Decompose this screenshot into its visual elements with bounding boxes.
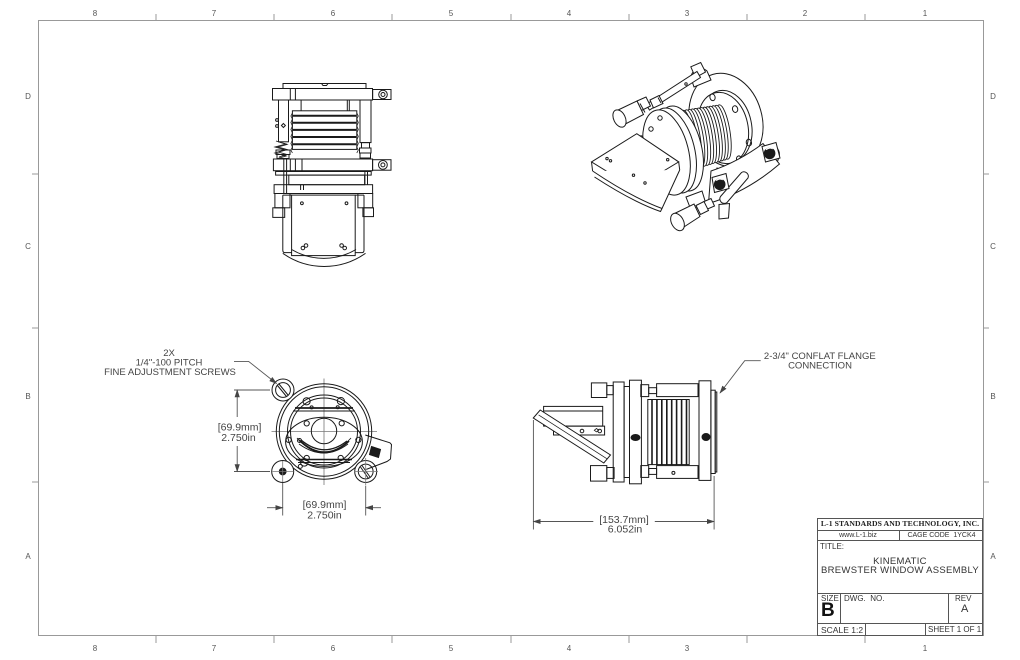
svg-text:2: 2 [803,9,808,18]
svg-text:D: D [25,92,31,101]
svg-text:8: 8 [93,644,98,653]
svg-text:A: A [25,552,31,561]
svg-text:2-3/4" CONFLAT FLANGE: 2-3/4" CONFLAT FLANGE [764,351,876,362]
svg-text:B: B [990,392,995,401]
svg-text:[69.9mm]: [69.9mm] [303,499,347,511]
svg-text:8: 8 [93,9,98,18]
svg-text:[153.7mm]: [153.7mm] [599,514,649,526]
svg-text:3: 3 [685,644,690,653]
svg-text:D: D [990,92,996,101]
svg-text:5: 5 [449,644,454,653]
svg-text:6.052in: 6.052in [608,524,643,536]
svg-text:C: C [25,242,31,251]
svg-text:1: 1 [923,9,928,18]
svg-text:B: B [25,392,30,401]
svg-text:7: 7 [212,9,217,18]
svg-text:6: 6 [331,644,336,653]
svg-text:2X: 2X [163,348,175,359]
svg-text:3: 3 [685,9,690,18]
svg-text:C: C [990,242,996,251]
svg-text:7: 7 [212,644,217,653]
svg-text:FINE ADJUSTMENT SCREWS: FINE ADJUSTMENT SCREWS [104,367,236,378]
svg-text:5: 5 [449,9,454,18]
svg-text:2.750in: 2.750in [307,510,342,522]
svg-text:4: 4 [567,9,572,18]
svg-text:1: 1 [923,644,928,653]
svg-text:1/4"-100 PITCH: 1/4"-100 PITCH [136,358,203,369]
svg-text:A: A [990,552,996,561]
svg-text:2.750in: 2.750in [221,432,256,444]
svg-text:[69.9mm]: [69.9mm] [218,422,262,434]
svg-text:4: 4 [567,644,572,653]
svg-text:CONNECTION: CONNECTION [788,360,852,371]
svg-text:6: 6 [331,9,336,18]
